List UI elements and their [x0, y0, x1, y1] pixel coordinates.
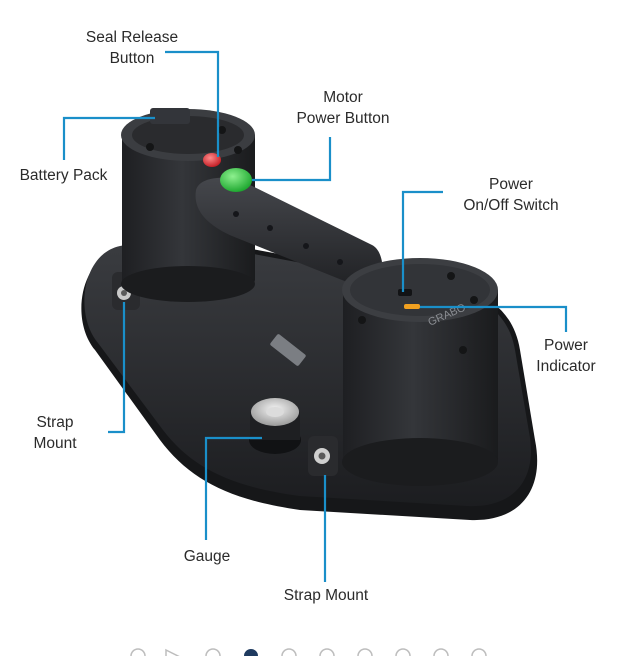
battery-pack [150, 108, 190, 124]
motor-power-button [220, 168, 252, 192]
carousel-dot[interactable] [357, 648, 373, 656]
label-power-on-off-switch: Power On/Off Switch [463, 176, 559, 214]
carousel-dot[interactable] [319, 648, 335, 656]
carousel-dot[interactable] [433, 648, 449, 656]
carousel-pagination [130, 648, 487, 656]
video-play-icon[interactable] [165, 648, 180, 656]
leader-power-indicator [420, 305, 568, 332]
carousel-dot[interactable] [395, 648, 411, 656]
carousel-dot[interactable] [281, 648, 297, 656]
right-cylinder-control-housing: GRABO [342, 258, 498, 486]
carousel-dot[interactable] [205, 648, 221, 656]
label-power-indicator: Power Indicator [536, 337, 596, 375]
handle-bar [195, 177, 383, 292]
label-battery-pack: Battery Pack [19, 167, 108, 184]
brand-badge [270, 334, 306, 366]
carousel-dot[interactable] [130, 648, 146, 656]
label-seal-release-button: Seal Release Button [85, 29, 179, 67]
leader-motor-power [252, 137, 332, 182]
leader-battery-pack [62, 116, 155, 160]
power-indicator-led [404, 304, 420, 309]
power-on-off-switch [398, 289, 412, 296]
seal-release-button [203, 153, 221, 167]
label-motor-power-button: Motor Power Button [296, 89, 390, 127]
label-strap-mount-bottom: Strap Mount [283, 587, 369, 604]
label-strap-mount-left: Strap Mount [33, 414, 77, 452]
carousel-dot[interactable] [471, 648, 487, 656]
carousel-dot-active[interactable] [244, 649, 258, 656]
pressure-gauge [249, 398, 301, 454]
strap-mount-right [308, 436, 338, 476]
leader-gauge [204, 436, 262, 540]
leader-strap-left [108, 302, 126, 434]
callout-leader-lines [62, 50, 568, 582]
leader-seal-release [165, 50, 220, 157]
label-gauge: Gauge [183, 548, 231, 565]
leader-power-switch [401, 190, 443, 292]
